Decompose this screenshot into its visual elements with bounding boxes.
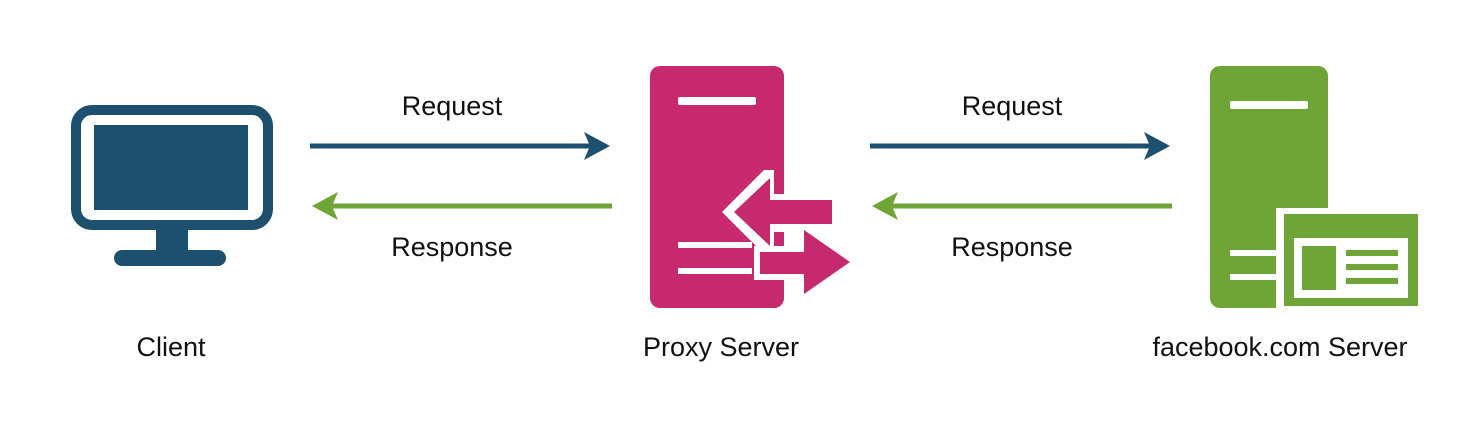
monitor-screen: [94, 125, 248, 210]
client-label: Client: [136, 332, 206, 362]
origin-node: facebook.com Server: [1152, 66, 1424, 362]
origin-slot-lower-1: [1230, 250, 1282, 256]
exchange-arrow-right: [760, 230, 850, 294]
exchange-arrow-left: [734, 178, 832, 246]
monitor-neck: [156, 225, 188, 253]
edge-proxy-origin-request: Request: [870, 91, 1170, 160]
webpage-icon: [1276, 208, 1424, 312]
edge-origin-proxy-response: Response: [872, 192, 1172, 262]
proxy-label: Proxy Server: [643, 332, 799, 362]
proxy-slot-top: [678, 97, 756, 105]
proxy-node: Proxy Server: [643, 66, 860, 362]
web-server-icon: [1210, 66, 1424, 312]
origin-label: facebook.com Server: [1152, 332, 1407, 362]
origin-slot-top: [1230, 101, 1308, 109]
exchange-arrows-icon: [722, 170, 860, 300]
response-arrow-left-head: [312, 192, 338, 220]
origin-slot-lower-2: [1230, 274, 1282, 280]
webpage-image: [1302, 246, 1336, 290]
response-arrow-right-head: [872, 192, 898, 220]
webpage-line-3: [1346, 278, 1398, 284]
webpage-line-2: [1346, 264, 1398, 270]
webpage-line-1: [1346, 250, 1398, 256]
request-label-right: Request: [962, 91, 1063, 121]
proxy-slot-lower-1: [678, 242, 752, 248]
response-label-left: Response: [391, 232, 513, 262]
request-arrow-right-head: [1144, 132, 1170, 160]
monitor-base: [114, 250, 226, 266]
edge-proxy-client-response: Response: [312, 192, 612, 262]
monitor-icon: [71, 105, 273, 266]
edge-client-proxy-request: Request: [310, 91, 610, 160]
request-arrow-left-head: [584, 132, 610, 160]
request-label-left: Request: [402, 91, 503, 121]
client-node: Client: [71, 105, 273, 362]
response-label-right: Response: [951, 232, 1073, 262]
proxy-slot-lower-2: [678, 268, 752, 274]
proxy-server-icon: [650, 66, 860, 308]
